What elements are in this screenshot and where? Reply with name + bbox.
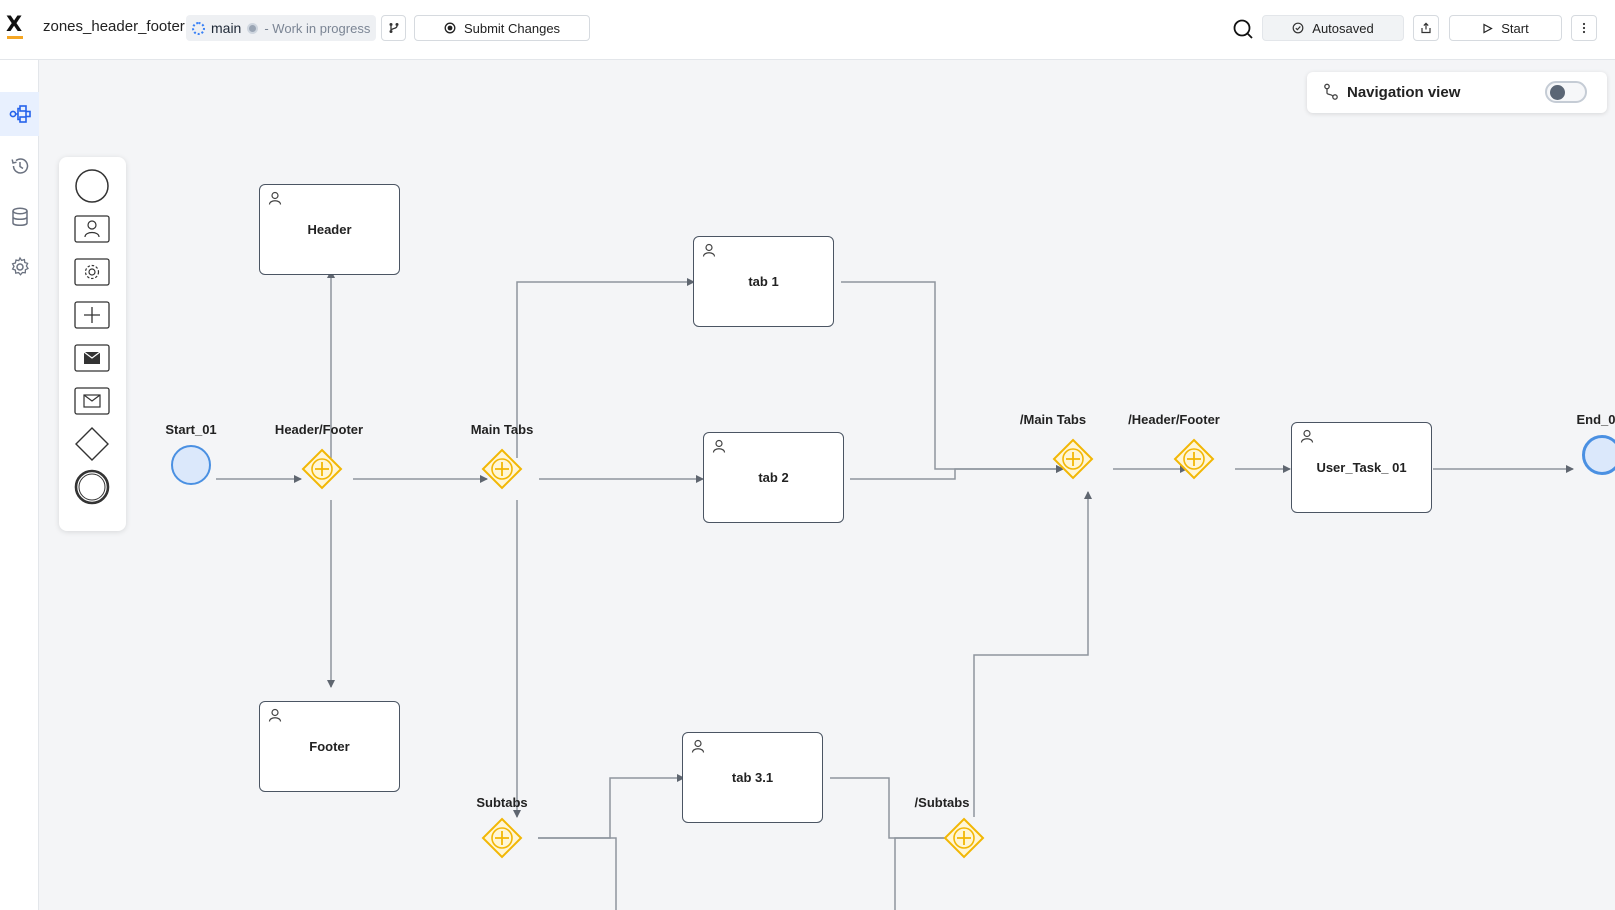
submit-changes-button[interactable]: Submit Changes — [414, 15, 590, 41]
user-icon — [1300, 429, 1314, 443]
rail-item-history[interactable] — [0, 144, 39, 188]
flow-sub-down — [538, 837, 617, 910]
submit-changes-label: Submit Changes — [463, 20, 561, 36]
search-button[interactable] — [1230, 16, 1256, 42]
branch-selector[interactable]: main - Work in progress — [186, 15, 377, 41]
user-task-icon — [74, 215, 110, 243]
gateway-icon — [75, 427, 109, 461]
more-options-button[interactable] — [1571, 15, 1597, 41]
palette-receive-message[interactable] — [73, 382, 111, 420]
gateway-subtabs-end-label: /Subtabs — [914, 795, 970, 810]
start-event-label: Start_01 — [165, 422, 217, 437]
navigation-view-panel: Navigation view — [1307, 72, 1607, 113]
gateway-header-footer[interactable] — [301, 448, 343, 490]
diagram-canvas[interactable]: Navigation view Start_01 End_0 Header/Fo… — [39, 60, 1615, 910]
start-button[interactable]: Start — [1449, 15, 1562, 41]
play-icon — [1483, 23, 1494, 33]
settings-icon — [11, 256, 29, 276]
task-user-task-01[interactable]: User_Task_ 01 — [1291, 422, 1432, 513]
send-message-icon — [74, 344, 110, 372]
gateway-header-footer-label: Header/Footer — [274, 422, 364, 437]
start-label: Start — [1501, 20, 1529, 36]
gateway-main-tabs-label: Main Tabs — [470, 422, 534, 437]
gateway-main-tabs[interactable] — [481, 448, 523, 490]
navigation-view-label: Navigation view — [1347, 84, 1461, 101]
task-tab-3-1-label: tab 3.1 — [731, 769, 774, 785]
top-bar: X zones_header_footer main - Work in pro… — [0, 0, 1615, 60]
branch-button[interactable] — [381, 15, 406, 41]
gateway-main-tabs-end[interactable] — [1052, 438, 1094, 480]
palette-user-task[interactable] — [73, 210, 111, 248]
flow-tab2-to-mainend — [850, 465, 1064, 480]
palette-end-event[interactable] — [73, 468, 111, 506]
task-tab-2-label: tab 2 — [758, 469, 789, 485]
task-tab-1[interactable]: tab 1 — [693, 236, 834, 327]
rail-item-data[interactable] — [0, 195, 39, 239]
palette-subprocess[interactable] — [73, 296, 111, 334]
status-dot-icon — [247, 22, 259, 34]
flow-main-to-tab1 — [516, 278, 695, 458]
task-tab-2[interactable]: tab 2 — [703, 432, 844, 523]
more-vertical-icon — [1582, 22, 1586, 34]
user-icon — [702, 243, 716, 257]
process-name: zones_header_footer — [43, 18, 185, 35]
user-icon — [268, 191, 282, 205]
task-footer[interactable]: Footer — [259, 701, 400, 792]
gateway-subtabs-label: Subtabs — [476, 795, 528, 810]
start-event[interactable] — [171, 445, 211, 485]
history-icon — [10, 158, 28, 174]
navigation-view-toggle[interactable] — [1545, 81, 1587, 103]
gateway-header-footer-end-label: /Header/Footer — [1128, 412, 1220, 427]
task-tab-3-1[interactable]: tab 3.1 — [682, 732, 823, 823]
task-header[interactable]: Header — [259, 184, 400, 275]
subprocess-icon — [74, 301, 110, 329]
autosaved-indicator[interactable]: Autosaved — [1262, 15, 1404, 41]
gateway-subtabs[interactable] — [481, 817, 523, 859]
database-icon — [11, 207, 28, 226]
task-user-task-01-label: User_Task_ 01 — [1316, 459, 1407, 475]
element-palette — [59, 157, 126, 531]
receive-message-icon — [74, 387, 110, 415]
left-rail — [0, 60, 39, 910]
end-event-icon — [74, 469, 110, 505]
user-icon — [691, 739, 705, 753]
check-circle-icon — [1292, 22, 1304, 34]
navigation-icon — [1324, 83, 1338, 100]
palette-start-event[interactable] — [73, 167, 111, 205]
palette-send-message[interactable] — [73, 339, 111, 377]
start-event-icon — [75, 169, 109, 203]
git-branch-icon — [389, 23, 398, 33]
branch-name: main — [211, 20, 242, 36]
flow-tab1-to-mainend — [841, 281, 1064, 473]
task-header-label: Header — [307, 221, 352, 237]
service-task-icon — [74, 258, 110, 286]
search-icon — [1233, 19, 1253, 39]
end-event-label: End_0 — [1576, 412, 1615, 427]
task-footer-label: Footer — [309, 738, 350, 754]
radio-dot-icon — [444, 22, 456, 34]
process-diagram-icon — [9, 105, 31, 123]
toggle-knob — [1550, 85, 1565, 100]
export-icon — [1421, 22, 1431, 34]
rail-item-settings[interactable] — [0, 245, 39, 289]
gateway-header-footer-end[interactable] — [1173, 438, 1215, 480]
export-button[interactable] — [1413, 15, 1439, 41]
gateway-main-tabs-end-label: /Main Tabs — [1019, 412, 1087, 427]
end-event[interactable] — [1582, 435, 1615, 475]
flow-sub-to-tab31 — [538, 774, 685, 839]
sequence-flows — [216, 270, 1574, 910]
autosaved-label: Autosaved — [1312, 20, 1374, 36]
palette-service-task[interactable] — [73, 253, 111, 291]
user-icon — [712, 439, 726, 453]
task-tab-1-label: tab 1 — [748, 273, 779, 289]
rail-item-diagram[interactable] — [0, 92, 39, 136]
palette-gateway[interactable] — [73, 425, 111, 463]
flow-subend-to-mainend — [973, 491, 1092, 817]
sync-icon — [192, 21, 205, 35]
x-logo[interactable]: X — [6, 14, 24, 40]
flow-subend-down — [894, 837, 955, 910]
branch-status: - Work in progress — [264, 20, 371, 36]
gateway-subtabs-end[interactable] — [943, 817, 985, 859]
user-icon — [268, 708, 282, 722]
